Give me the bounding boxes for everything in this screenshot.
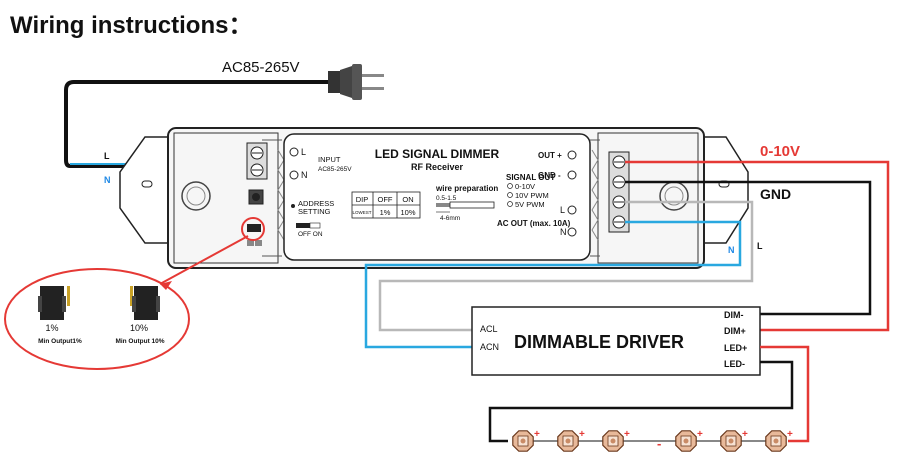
jumper-1pct-icon (38, 286, 70, 320)
led-emitter-icon: + (765, 429, 793, 452)
address-dot-icon (291, 204, 295, 208)
dimmer-name: LED SIGNAL DIMMER (375, 147, 500, 161)
driver-dim-minus: DIM- (724, 310, 744, 320)
mains-l-label: L (104, 151, 110, 161)
signal-option-5v-pwm: 5V PWM (515, 200, 545, 209)
jumper-socket (247, 224, 262, 246)
gnd-minus-label: GND - (538, 171, 561, 180)
input-label: INPUT (318, 155, 341, 164)
signal-option-radio (507, 201, 513, 207)
dip-row-off: 1% (380, 208, 391, 217)
wire-led-plus (760, 345, 810, 443)
ac-out-l-label: L (560, 205, 565, 215)
dip-row-on: 10% (400, 208, 415, 217)
strip-length-label: 4-6mm (440, 215, 460, 222)
input-range: AC85-265V (318, 166, 352, 173)
led-plus-sign: + (697, 429, 703, 440)
wire-l-label: L (757, 241, 763, 251)
out-plus-terminal-icon (567, 150, 577, 160)
dip-header-on: ON (402, 195, 413, 204)
mains-n-label: N (104, 175, 111, 185)
signal-option-10v-pwm: 10V PWM (515, 191, 549, 200)
led-emitter-icon: + (557, 429, 585, 452)
led-plus-sign: + (624, 429, 630, 440)
jumper-10pct-label: Min Output 10% (115, 338, 164, 345)
led-plus-sign: + (534, 429, 540, 440)
dip-header-dip: DIP (356, 195, 369, 204)
ac-out-n-terminal-icon (567, 227, 577, 237)
jumper-highlight-circle (241, 217, 265, 241)
dip-table (351, 191, 421, 219)
led-emitter-icon: + (720, 429, 748, 452)
output-terminal-block (608, 151, 630, 233)
setting-label: SETTING (298, 207, 331, 216)
input-terminal-block (246, 142, 268, 180)
led-emitter-icon: + (512, 429, 540, 452)
mains-plug (64, 64, 384, 168)
page-title: Wiring instructions： (10, 12, 252, 39)
led-string: + + + + + + (512, 429, 793, 452)
gnd-label: GND (760, 186, 791, 202)
wire-led-minus (488, 360, 794, 443)
dimmer-type: RF Receiver (411, 162, 464, 172)
input-n-label: N (301, 170, 308, 180)
driver-acl-label: ACL (480, 324, 498, 334)
jumper-10pct-icon (130, 286, 160, 320)
driver-acn-label: ACN (480, 342, 499, 352)
led-plus-sign: + (787, 429, 793, 440)
off-on-label: OFF ON (298, 231, 323, 238)
driver-name: DIMMABLE DRIVER (514, 332, 684, 352)
dimmable-driver-box (471, 306, 761, 376)
jumper-10pct-value: 10% (130, 323, 148, 333)
jumper-1pct-value: 1% (45, 323, 58, 333)
address-label: ADDRESS (298, 199, 334, 208)
led-plus-sign: + (579, 429, 585, 440)
ac-out-l-terminal-icon (567, 205, 577, 215)
jumper-callout-ellipse (4, 268, 190, 370)
input-l-label: L (301, 147, 306, 157)
driver-led-minus: LED- (724, 359, 745, 369)
wire-n-label: N (728, 245, 735, 255)
dip-switch-icon (296, 223, 310, 228)
dip-row-lowest: LOWEST (352, 210, 371, 215)
gnd-terminal-icon (567, 170, 577, 180)
out-plus-label: OUT + (538, 151, 562, 160)
ac-out-label: AC OUT (max. 10A) (497, 219, 571, 228)
wire-ac-l (378, 200, 754, 332)
wire-prep-label: wire preparation (435, 184, 498, 193)
wire-gauge-label: 0.5-1.5 (436, 195, 457, 202)
signal-out-label: SIGNAL OUT (506, 173, 555, 182)
led-plus-sign: + (742, 429, 748, 440)
signal-option-radio (507, 183, 513, 189)
mains-voltage-label: AC85-265V (222, 59, 300, 76)
led-minus-sign: - (657, 436, 661, 451)
wire-ac-n (364, 220, 742, 349)
callout-arrow-line (159, 235, 249, 285)
wire-strip-icon (436, 201, 495, 213)
address-button (248, 189, 264, 205)
wire-gnd (625, 180, 872, 316)
wire-0-10v (625, 160, 890, 332)
led-emitter-icon: + (602, 429, 630, 452)
driver-led-plus: LED+ (724, 343, 747, 353)
zero-ten-label: 0-10V (760, 143, 800, 160)
input-l-terminal-icon (289, 147, 299, 157)
signal-option-radio (507, 192, 513, 198)
led-emitter-icon: + (675, 429, 703, 452)
dimmer-label-panel (283, 133, 591, 261)
input-n-terminal-icon (289, 170, 299, 180)
jumper-1pct-label: Min Output1% (38, 338, 82, 345)
driver-dim-plus: DIM+ (724, 326, 746, 336)
ac-out-n-label: N (560, 227, 567, 237)
dip-header-off: OFF (378, 195, 393, 204)
signal-option-0-10v: 0-10V (515, 182, 535, 191)
